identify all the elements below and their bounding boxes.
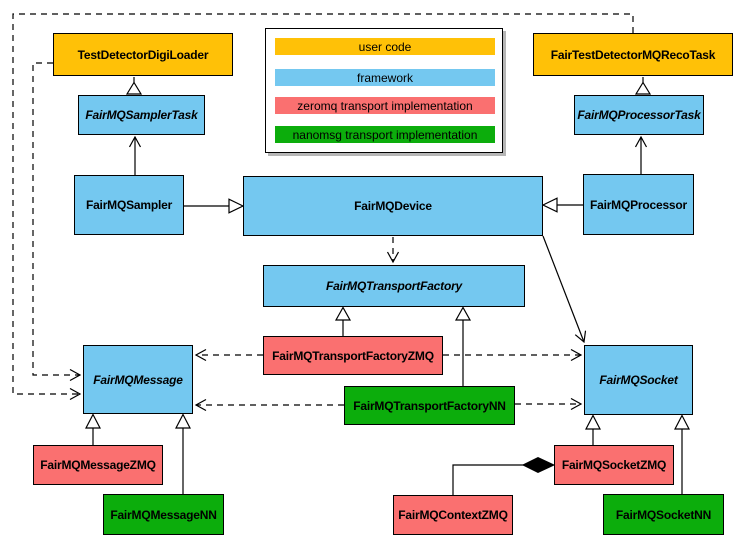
legend-label: user code xyxy=(358,39,412,54)
node-fairmqsampler: FairMQSampler xyxy=(74,175,184,235)
legend-label: zeromq transport implementation xyxy=(297,98,473,113)
hollow-triangle-icon xyxy=(674,414,690,430)
node-fairmqsocketnn: FairMQSocketNN xyxy=(603,494,724,535)
node-fairmqsocketzmq: FairMQSocketZMQ xyxy=(554,445,674,485)
hollow-triangle-icon xyxy=(585,414,601,430)
node-testdetectordigiloader: TestDetectorDigiLoader xyxy=(53,33,233,76)
hollow-triangle-icon xyxy=(541,197,558,213)
hollow-triangle-icon xyxy=(228,198,245,214)
hollow-triangle-icon xyxy=(175,413,191,429)
node-fairmqtransportfactory: FairMQTransportFactory xyxy=(263,265,525,307)
node-fairmqmessagezmq: FairMQMessageZMQ xyxy=(33,445,163,485)
legend-label: nanomsg transport implementation xyxy=(292,127,478,142)
node-fairmqdevice: FairMQDevice xyxy=(243,176,543,236)
node-fairmqtransportfactorynn: FairMQTransportFactoryNN xyxy=(344,386,515,425)
hollow-triangle-icon xyxy=(125,81,143,95)
filled-diamond-icon xyxy=(521,456,556,474)
node-fairmqmessagenn: FairMQMessageNN xyxy=(103,494,224,535)
edge-digiloader-message xyxy=(32,62,80,375)
edge-recotask-message xyxy=(12,13,634,394)
legend-item-zeromq: zeromq transport implementation xyxy=(275,97,495,114)
node-fairtestdetectormqrecotask: FairTestDetectorMQRecoTask xyxy=(533,33,733,76)
hollow-triangle-icon xyxy=(634,81,652,95)
edge-contextzmq-socketzmq xyxy=(452,464,526,495)
node-fairmqsamplertask: FairMQSamplerTask xyxy=(78,95,205,135)
hollow-triangle-icon xyxy=(334,306,352,321)
node-fairmqmessage: FairMQMessage xyxy=(83,345,193,414)
hollow-triangle-icon xyxy=(454,306,472,321)
node-fairmqprocessortask: FairMQProcessorTask xyxy=(574,95,704,135)
edge-device-socket xyxy=(542,235,584,342)
legend-item-framework: framework xyxy=(275,69,495,86)
legend-item-nanomsg: nanomsg transport implementation xyxy=(275,126,495,143)
hollow-triangle-icon xyxy=(85,413,101,429)
legend: user code framework zeromq transport imp… xyxy=(265,28,503,153)
legend-label: framework xyxy=(356,70,413,85)
node-fairmqtransportfactoryzmq: FairMQTransportFactoryZMQ xyxy=(263,336,443,375)
legend-item-user-code: user code xyxy=(275,38,495,55)
node-fairmqcontextzmq: FairMQContextZMQ xyxy=(393,495,513,535)
node-fairmqsocket: FairMQSocket xyxy=(584,345,693,415)
node-fairmqprocessor: FairMQProcessor xyxy=(583,174,694,235)
